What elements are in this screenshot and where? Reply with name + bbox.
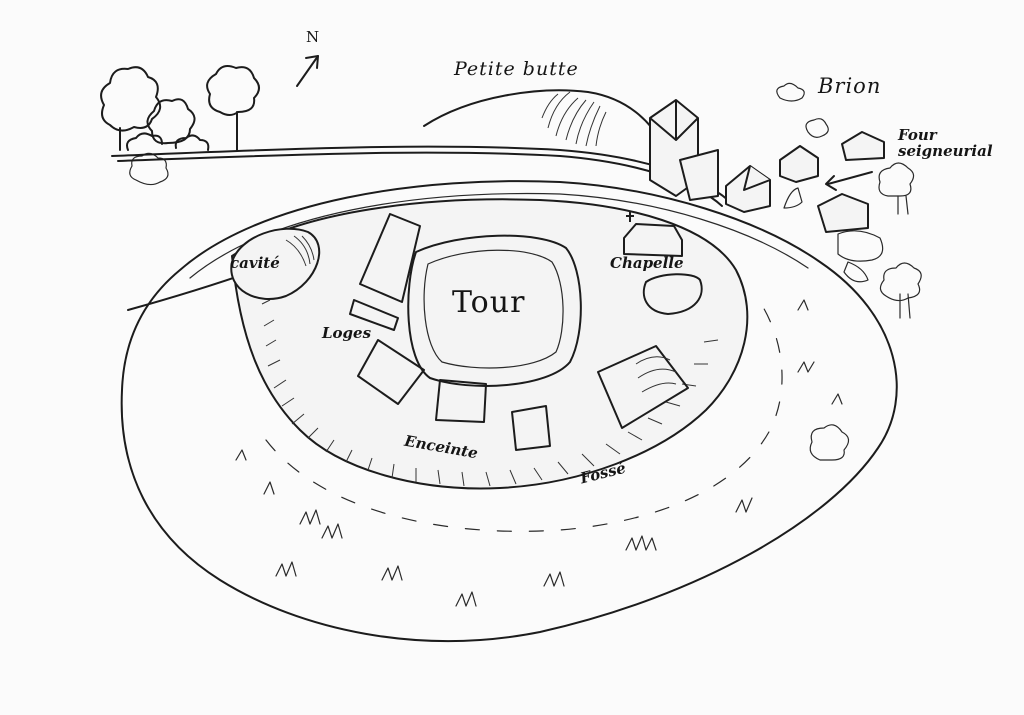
- label-four-seigneurial-line1: Four: [898, 126, 937, 144]
- chapel-icon: [623, 212, 683, 257]
- house-icon: [776, 82, 884, 283]
- label-petite-butte: Petite butte: [454, 58, 579, 80]
- north-arrow-icon: [296, 55, 319, 87]
- tree-icon: [100, 65, 260, 151]
- grass-tuft-icon: [235, 299, 843, 607]
- north-label: N: [306, 28, 321, 46]
- arrow-icon: [825, 171, 873, 191]
- label-tour: Tour: [452, 285, 526, 320]
- label-brion: Brion: [818, 74, 882, 98]
- tour-tower: [407, 234, 582, 387]
- label-chapelle: Chapelle: [610, 254, 684, 272]
- tree-icon: [809, 162, 922, 461]
- tree-icon: [129, 152, 169, 186]
- petite-butte-hill: [423, 89, 677, 171]
- label-loges: Loges: [322, 324, 372, 342]
- house-icon: [649, 99, 885, 233]
- cavite-pit: [230, 227, 320, 300]
- label-cavite: cavité: [230, 254, 280, 272]
- label-four-seigneurial-line2: seigneurial: [898, 142, 993, 160]
- loges-buildings: [349, 213, 703, 451]
